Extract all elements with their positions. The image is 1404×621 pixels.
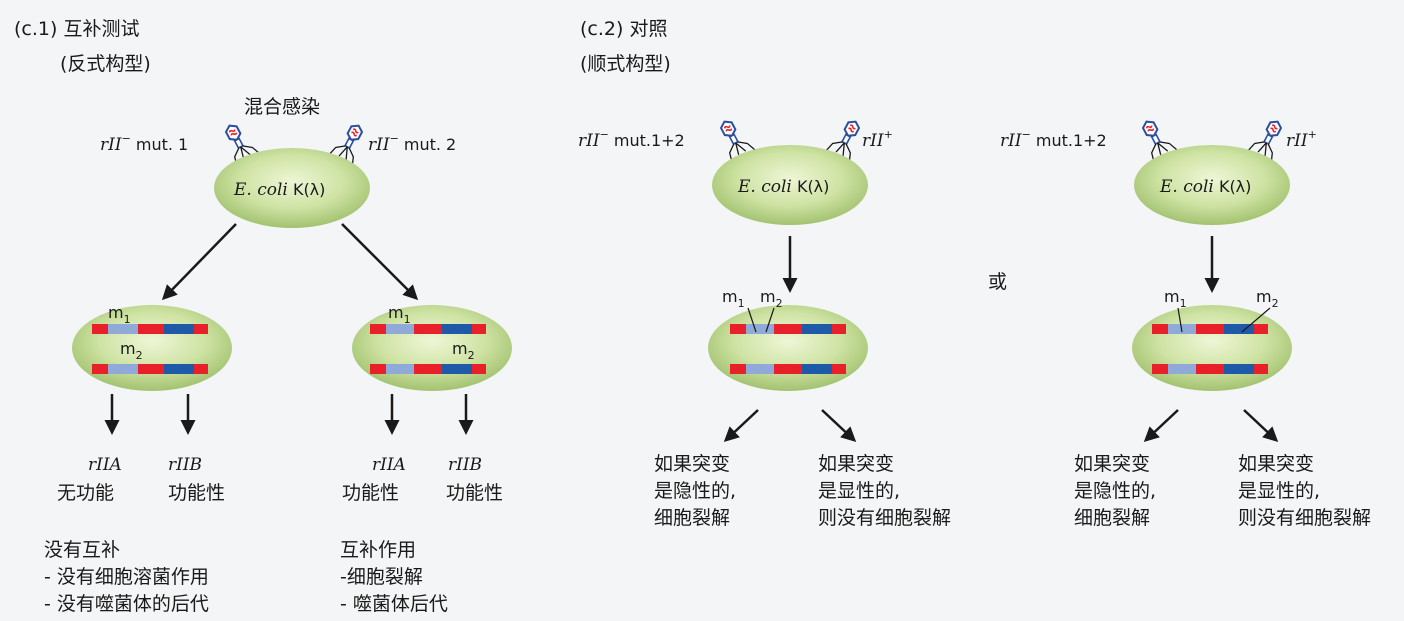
arrow (821, 409, 857, 443)
gene-status: 功能性 (446, 482, 503, 504)
outcome-line: 细胞裂解 (654, 507, 730, 529)
gene-status: 功能性 (168, 482, 225, 504)
mutation-m2-label: m2 (1256, 287, 1279, 310)
host-label: E. coli K(λ) (233, 180, 325, 200)
gene-label-rIIA: rIIA (372, 455, 406, 475)
phage-label-mut1: rII− mut. 1 (100, 132, 188, 155)
dna-strand-bottom (1152, 364, 1268, 374)
infected-cell-trans-left (72, 305, 232, 391)
result-complementation: 互补作用 (340, 539, 416, 561)
phage-label-double-mutant: rII− mut.1+2 (1000, 128, 1107, 151)
dna-strand-bottom (92, 364, 208, 374)
mutation-m2-label: m2 (452, 339, 475, 362)
gene-label-rIIB: rIIB (168, 455, 202, 475)
panel-c1-subtitle: (反式构型) (60, 53, 151, 75)
result-line: - 没有细胞溶菌作用 (44, 566, 209, 588)
infected-cell-cis (708, 305, 868, 391)
outcome-line: 是显性的, (1238, 480, 1320, 502)
host-cell (1134, 145, 1290, 225)
outcome-line: 是隐性的, (1074, 480, 1156, 502)
arrow (161, 223, 237, 301)
outcome-line: 如果突变 (818, 453, 894, 475)
dna-strand-top (92, 324, 208, 334)
outcome-line: 则没有细胞裂解 (818, 507, 951, 529)
mutation-m2-label: m2 (760, 287, 783, 310)
phage-label-mut2: rII− mut. 2 (368, 132, 456, 155)
or-label: 或 (988, 271, 1007, 293)
panel-c2-title: (c.2) 对照 (580, 18, 667, 40)
dna-strand-top (1152, 324, 1268, 334)
infected-cell-trans-right (352, 305, 512, 391)
panel-c1-title: (c.1) 互补测试 (14, 18, 139, 40)
mutation-m1-label: m1 (1164, 287, 1187, 310)
outcome-line: 如果突变 (1074, 453, 1150, 475)
arrow (1243, 409, 1279, 443)
result-no-complementation: 没有互补 (44, 539, 120, 561)
mutation-m1-label: m1 (722, 287, 745, 310)
result-line: - 没有噬菌体的后代 (44, 593, 209, 615)
outcome-line: 如果突变 (1238, 453, 1314, 475)
arrow (723, 409, 759, 443)
gene-label-rIIA: rIIA (88, 455, 122, 475)
pointer-line (1241, 307, 1271, 333)
gene-status: 功能性 (342, 482, 399, 504)
mutation-m1-label: m1 (108, 303, 131, 326)
outcome-line: 是隐性的, (654, 480, 736, 502)
dna-strand-top (370, 324, 486, 334)
gene-status: 无功能 (57, 482, 114, 504)
host-cell (712, 145, 868, 225)
panel-c2-subtitle: (顺式构型) (580, 53, 671, 75)
pointer-line (747, 307, 757, 333)
arrow (1143, 409, 1179, 443)
result-line: - 噬菌体后代 (340, 593, 448, 615)
mutation-m2-label: m2 (120, 339, 143, 362)
result-line: -细胞裂解 (340, 566, 423, 588)
outcome-line: 细胞裂解 (1074, 507, 1150, 529)
host-cell (214, 148, 370, 228)
phage-label-double-mutant: rII− mut.1+2 (578, 128, 685, 151)
host-label: E. coli K(λ) (1159, 177, 1251, 197)
gene-label-rIIB: rIIB (448, 455, 482, 475)
host-label: E. coli K(λ) (737, 177, 829, 197)
phage-label-wildtype: rII+ (1286, 128, 1317, 151)
outcome-line: 则没有细胞裂解 (1238, 507, 1371, 529)
dna-strand-bottom (370, 364, 486, 374)
dna-strand-top (730, 324, 846, 334)
outcome-line: 如果突变 (654, 453, 730, 475)
pointer-line (1177, 307, 1183, 333)
dna-strand-bottom (730, 364, 846, 374)
mixed-infection-label: 混合感染 (244, 96, 320, 118)
infected-cell-cis (1132, 305, 1292, 391)
mutation-m1-label: m1 (388, 303, 411, 326)
phage-label-wildtype: rII+ (862, 128, 893, 151)
pointer-line (765, 307, 775, 333)
outcome-line: 是显性的, (818, 480, 900, 502)
arrow (341, 223, 419, 301)
